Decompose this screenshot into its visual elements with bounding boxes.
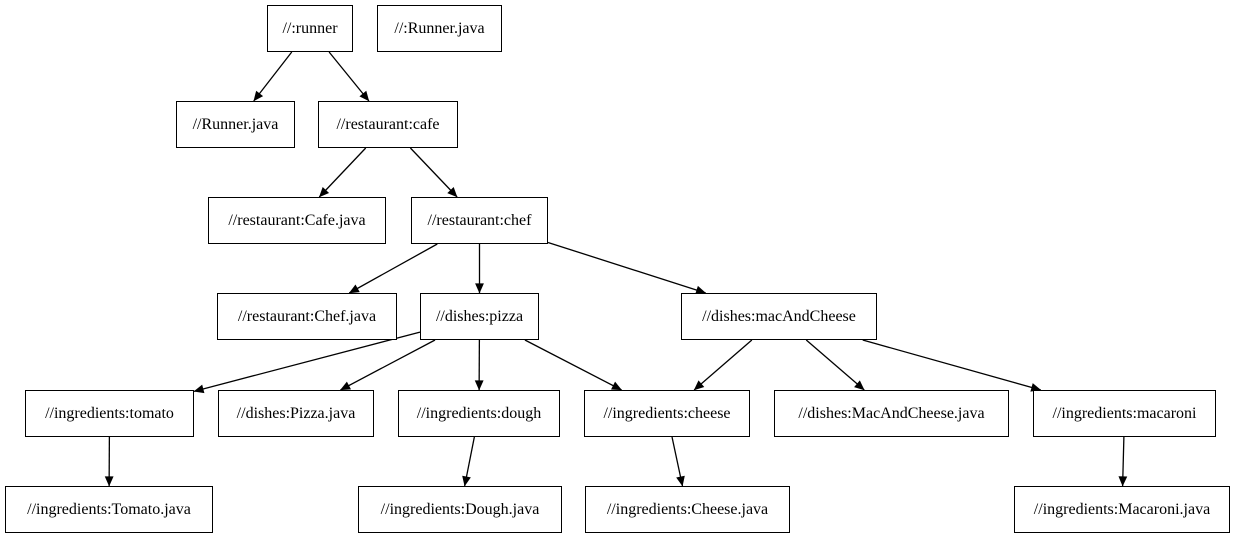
graph-node-label: //restaurant:chef: [427, 211, 532, 229]
graph-edge-dishes-pizza--ingredients-cheese: [524, 339, 622, 391]
graph-edge-ingredients-cheese--ingredients-cheese-java: [671, 436, 685, 487]
graph-edge-restaurant-cafe--restaurant-chef: [409, 147, 458, 198]
graph-node-label: //:runner: [282, 19, 338, 37]
graph-node-ingredients-cheese: //ingredients:cheese: [584, 390, 750, 437]
graph-node-label: //dishes:MacAndCheese.java: [798, 404, 985, 422]
graph-edge-dishes-macandcheese--ingredients-macaroni: [862, 339, 1042, 392]
graph-node-ingredients-cheese-java: //ingredients:Cheese.java: [585, 486, 790, 533]
graph-edge-dishes-pizza--ingredients-tomato: [193, 331, 421, 394]
graph-edge-ingredients-macaroni--ingredients-macaroni-java: [1118, 436, 1128, 487]
graph-node-root-runner-java: //Runner.java: [176, 101, 295, 148]
graph-node-label: //restaurant:cafe: [336, 115, 440, 133]
graph-edge-runner--restaurant-cafe: [328, 51, 370, 102]
graph-node-label: //dishes:pizza: [435, 307, 524, 325]
graph-node-label: //ingredients:Dough.java: [380, 500, 540, 518]
graph-node-ingredients-tomato-java: //ingredients:Tomato.java: [5, 486, 213, 533]
graph-edge-dishes-pizza--dishes-pizza-java: [340, 339, 436, 391]
graph-node-dishes-pizza: //dishes:pizza: [420, 293, 539, 340]
graph-node-label: //dishes:Pizza.java: [236, 404, 356, 422]
graph-node-label: //dishes:macAndCheese: [702, 307, 856, 325]
graph-edge-dishes-macandcheese--ingredients-cheese: [693, 339, 753, 391]
graph-edge-restaurant-chef--restaurant-chef-java: [348, 243, 438, 294]
graph-node-label: //restaurant:Chef.java: [237, 307, 377, 325]
graph-node-label: //ingredients:dough: [416, 404, 542, 422]
graph-node-label: //ingredients:cheese: [603, 404, 731, 422]
graph-node-restaurant-cafe-java: //restaurant:Cafe.java: [208, 197, 386, 244]
graph-edge-restaurant-chef--dishes-macandcheese: [547, 241, 707, 295]
graph-node-dishes-macandcheese-java: //dishes:MacAndCheese.java: [774, 390, 1009, 437]
graph-node-runner-java-file: //:Runner.java: [377, 5, 502, 52]
graph-edge-ingredients-dough--ingredients-dough-java: [462, 436, 475, 487]
graph-node-label: //ingredients:Tomato.java: [27, 500, 191, 518]
graph-node-label: //ingredients:Cheese.java: [606, 500, 769, 518]
graph-node-label: //ingredients:Macaroni.java: [1033, 500, 1211, 518]
graph-node-ingredients-dough-java: //ingredients:Dough.java: [358, 486, 562, 533]
graph-node-label: //ingredients:macaroni: [1052, 404, 1197, 422]
graph-node-restaurant-cafe: //restaurant:cafe: [318, 101, 458, 148]
graph-node-label: //ingredients:tomato: [45, 404, 174, 422]
graph-node-runner: //:runner: [267, 5, 353, 52]
graph-node-label: //Runner.java: [192, 115, 279, 133]
graph-node-dishes-macandcheese: //dishes:macAndCheese: [681, 293, 877, 340]
graph-node-ingredients-dough: //ingredients:dough: [398, 390, 560, 437]
graph-node-ingredients-tomato: //ingredients:tomato: [25, 390, 194, 437]
graph-edge-runner--root-runner-java: [253, 51, 293, 102]
graph-edge-dishes-macandcheese--dishes-macandcheese-java: [805, 339, 865, 391]
graph-node-ingredients-macaroni-java: //ingredients:Macaroni.java: [1014, 486, 1230, 533]
graph-node-restaurant-chef-java: //restaurant:Chef.java: [217, 293, 397, 340]
graph-edge-restaurant-cafe--restaurant-cafe-java: [318, 147, 367, 198]
graph-node-label: //:Runner.java: [394, 19, 485, 37]
graph-node-dishes-pizza-java: //dishes:Pizza.java: [218, 390, 374, 437]
graph-node-restaurant-chef: //restaurant:chef: [411, 197, 548, 244]
graph-node-label: //restaurant:Cafe.java: [228, 211, 366, 229]
graph-node-ingredients-macaroni: //ingredients:macaroni: [1033, 390, 1216, 437]
